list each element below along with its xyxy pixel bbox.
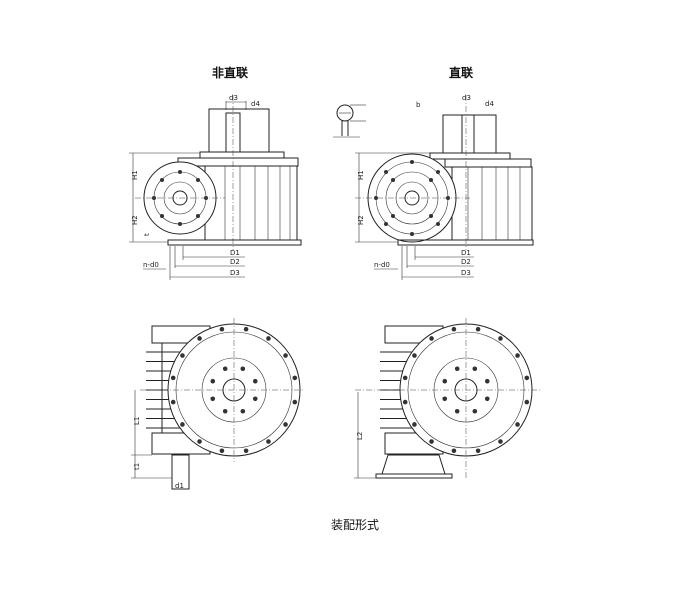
bolt-hole [210,378,216,384]
bolt-hole [442,396,448,402]
bolt-hole [451,326,457,332]
bolt-hole [197,336,202,341]
bolt-hole [484,378,490,384]
dim-L2: L2 [356,432,364,440]
base-plate [397,239,534,246]
dim-b-right: b [416,101,421,109]
bolt-hole [524,375,530,381]
bolt-hole [515,422,520,427]
bolt-hole [429,439,434,444]
motor-block [442,114,497,154]
bolt-hole [292,375,298,381]
bolt-hole [472,408,478,414]
bolt-hole [252,378,258,384]
bolt-hole [252,396,258,402]
dim-D1: D1 [230,249,240,257]
bolt-hole [402,399,408,405]
dim-nd0: n-d0 [143,261,159,269]
bolt-hole [219,326,225,332]
bolt-hole [442,378,448,384]
dim-D3-right: D3 [461,269,471,277]
dim-H1: H1 [131,170,139,180]
bolt-hole [266,439,271,444]
bolt-hole [210,396,216,402]
bolt-hole [243,326,249,332]
motor-base [381,454,446,475]
bolt-hole [475,326,481,332]
bolt-hole [219,448,225,454]
bolt-hole [484,396,490,402]
title-direct: 直联 [449,65,473,80]
motor-block [208,108,270,153]
bolt-hole [515,353,520,358]
dim-d3: d3 [229,94,238,102]
view-direct-top: L2 [354,318,540,480]
bolt-hole [180,353,185,358]
bolt-hole [498,336,503,341]
bolt-hole [266,336,271,341]
title-non-direct: 非直联 [212,65,248,80]
bolt-hole [283,422,288,427]
bolt-hole [170,399,176,405]
dim-d1: d1 [175,482,184,490]
dim-d3-right: d3 [462,94,471,102]
bolt-hole [454,408,460,414]
dim-L1: L1 [133,417,141,425]
shaft [461,114,475,154]
bolt-hole [454,366,460,372]
dim-D1-right: D1 [461,249,471,257]
dim-nd0-right: n-d0 [374,261,390,269]
bolt-hole [240,366,246,372]
bolt-hole [524,399,530,405]
dim-d4-right: d4 [485,100,494,108]
view-direct-front: 直联 d3 d4 b H1 H2 D1 D2 [333,65,534,280]
bolt-hole [243,448,249,454]
dim-D2: D2 [230,258,240,266]
base-plate [167,239,302,246]
dim-D2-right: D2 [461,258,471,266]
dim-H1-right: H1 [357,170,365,180]
dim-H2: H2 [131,215,139,225]
caption-assembly-form: 装配形式 [331,518,379,532]
bolt-hole [475,448,481,454]
bolt-hole [222,366,228,372]
bolt-hole [292,399,298,405]
bolt-hole [472,366,478,372]
dim-t1: t1 [133,463,141,470]
bolt-hole [170,375,176,381]
bolt-hole [222,408,228,414]
bolt-hole [197,439,202,444]
bolt-hole [412,422,417,427]
key-section-detail [336,104,354,122]
view-non-direct-top: L1 t1 d1 [131,318,305,490]
dim-t: t [143,233,151,236]
bolt-hole [402,375,408,381]
bolt-hole [429,336,434,341]
bolt-hole [498,439,503,444]
dim-d4: d4 [251,100,260,108]
bolt-hole [283,353,288,358]
gear-body [204,165,298,241]
bolt-hole [412,353,417,358]
dim-H2-right: H2 [357,215,365,225]
view-non-direct-front: 非直联 d3 d4 H1 H2 t D1 D2 D3 n-d0 [129,65,302,280]
bolt-hole [180,422,185,427]
bolt-hole [240,408,246,414]
dim-D3: D3 [230,269,240,277]
bolt-hole [451,448,457,454]
